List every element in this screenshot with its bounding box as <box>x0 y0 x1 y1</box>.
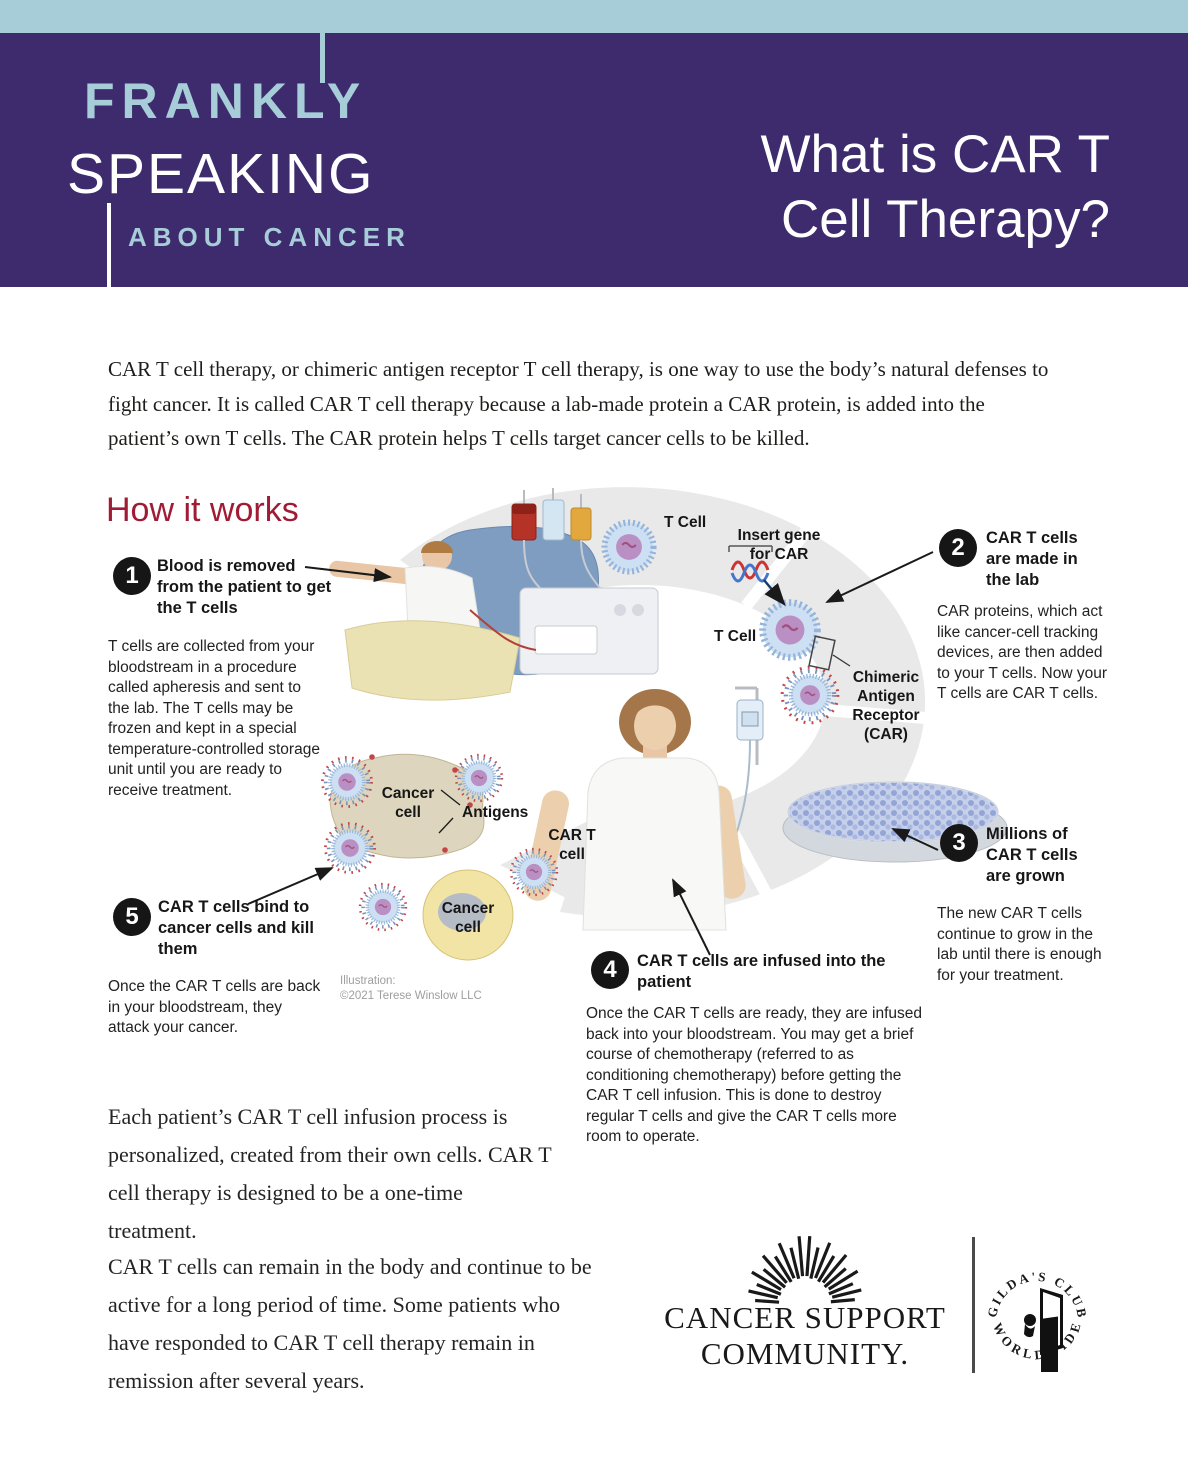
brand-speaking: SPEAKING <box>67 142 375 206</box>
club-arc-bottom-text: WORLDWIDE <box>990 1318 1081 1363</box>
intro-paragraph: CAR T cell therapy, or chimeric antigen … <box>108 357 1049 450</box>
step5-arrow <box>247 867 334 905</box>
blanket <box>344 620 521 701</box>
receptor-callout-box <box>808 635 836 671</box>
label-t-cell-top: T Cell <box>664 514 707 531</box>
step-2-title: CAR T cells are made in the lab <box>986 529 1078 589</box>
step-2-badge: 2 <box>939 529 977 567</box>
logo-riser-line <box>320 33 325 83</box>
gene-insert-arrow <box>763 579 786 606</box>
header-banner <box>0 33 1188 287</box>
closing-paragraph-1: Each patient’s CAR T cell infusion proce… <box>108 1104 552 1243</box>
org-name-line1: CANCER SUPPORT <box>664 1300 946 1335</box>
t-cell-icon <box>763 603 818 658</box>
patient-head <box>634 702 676 750</box>
label-cancer-cell-bottom: Cancer cell <box>441 900 495 936</box>
label-car-t-cell: CAR T cell <box>548 827 596 863</box>
label-t-cell-mid: T Cell <box>714 628 757 645</box>
logo-descender-line <box>107 203 111 287</box>
cancer-cell-round <box>422 869 514 961</box>
club-arc-top-text: GILDA'S CLUB <box>984 1269 1088 1321</box>
label-antigens: Antigens <box>462 804 529 821</box>
closing-paragraph-2: CAR T cells can remain in the body and c… <box>108 1254 592 1393</box>
step-3-badge: 3 <box>940 824 978 862</box>
infusion-patient-scene <box>524 686 764 931</box>
step-3-title: Millions of CAR T cells are grown <box>986 825 1078 885</box>
svg-text:GILDA'S CLUB: GILDA'S CLUB <box>984 1269 1090 1321</box>
step1-arrow <box>304 566 392 583</box>
t-cell-icon <box>605 523 654 572</box>
step3-arrow <box>891 828 939 851</box>
brand-frankly: FRANKLY <box>84 73 368 129</box>
step-1-badge: 1 <box>113 557 151 595</box>
patient-shirt <box>582 757 727 931</box>
dna-gene-icon <box>728 545 773 583</box>
top-accent-strip <box>0 0 1188 33</box>
open-door-icon <box>1024 1288 1063 1372</box>
step-3-body: The new CAR T cells continue to grow in … <box>937 905 1102 984</box>
section-heading-how-it-works: How it works <box>106 491 299 529</box>
step-1-body: T cells are collected from your bloodstr… <box>108 638 320 799</box>
blood-tube <box>469 609 537 651</box>
org-name-line2: COMMUNITY. <box>700 1336 910 1371</box>
step2-arrow <box>825 551 934 603</box>
step-5-body: Once the CAR T cells are back in your bl… <box>108 978 321 1036</box>
annotation-arrows <box>247 551 939 956</box>
gildas-club-logo: GILDA'S CLUB WORLDWIDE <box>984 1269 1090 1372</box>
page-title: What is CAR T Cell Therapy? <box>760 125 1110 249</box>
apheresis-patient-scene <box>329 488 659 701</box>
svg-text:WORLDWIDE: WORLDWIDE <box>990 1318 1085 1363</box>
step-5-title: CAR T cells bind to cancer cells and kil… <box>158 898 314 958</box>
step4-arrow <box>672 878 711 956</box>
step-4-badge: 4 <box>591 951 629 989</box>
step-2-body: CAR proteins, which act like cancer-cell… <box>937 603 1107 702</box>
step-5-badge: 5 <box>113 898 151 936</box>
petri-dish <box>782 781 1008 863</box>
step-1-title: Blood is removed from the patient to get… <box>157 557 332 617</box>
step-4-body: Once the CAR T cells are ready, they are… <box>586 1005 923 1145</box>
step-4-title: CAR T cells are infused into the patient <box>637 952 886 991</box>
illustration-credit: Illustration: ©2021 Terese Winslow LLC <box>340 975 482 1002</box>
label-car-receptor: Chimeric Antigen Receptor (CAR) <box>852 669 920 743</box>
sunburst-icon <box>748 1236 862 1304</box>
fluid-bag-blue <box>542 499 565 541</box>
label-cancer-cell-top: Cancer cell <box>381 785 435 821</box>
brand-about-cancer: ABOUT CANCER <box>128 222 411 252</box>
car-t-cell-icon <box>358 882 408 932</box>
car-t-process-illustration <box>247 487 1008 961</box>
label-insert-gene: Insert gene for CAR <box>737 527 821 563</box>
plasma-bag-amber <box>570 507 592 541</box>
footer-divider <box>972 1237 975 1373</box>
